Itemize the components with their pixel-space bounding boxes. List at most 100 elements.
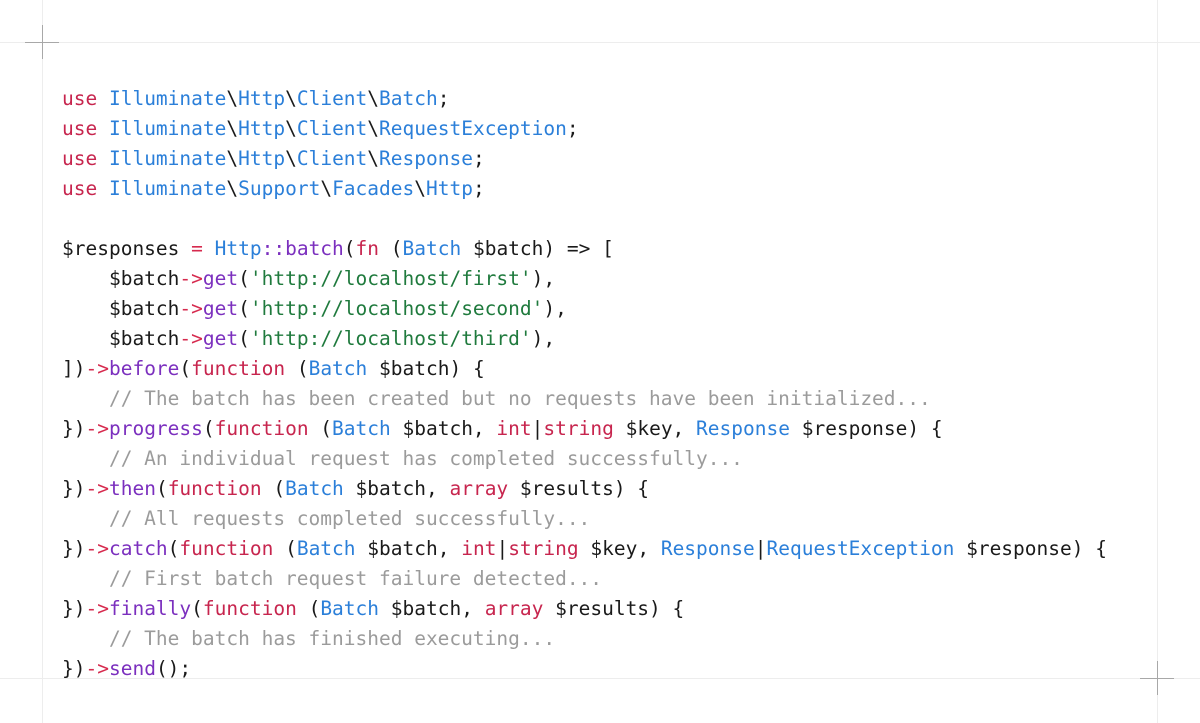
- code-token-plain: (: [202, 416, 215, 440]
- code-line: ])->before(function (Batch $batch) {: [62, 354, 1152, 384]
- code-line: // The batch has finished executing...: [62, 624, 1152, 654]
- code-token-plain: (: [179, 356, 192, 380]
- code-token-plain: $key,: [578, 536, 661, 560]
- code-token-class: Support: [238, 176, 321, 200]
- code-line: })->then(function (Batch $batch, array $…: [62, 474, 1152, 504]
- code-token-class: Http: [238, 86, 286, 110]
- code-line: // The batch has been created but no req…: [62, 384, 1152, 414]
- code-token-op: ->: [179, 326, 203, 350]
- code-token-plain: ),: [531, 266, 556, 290]
- code-token-keyword: use: [62, 146, 109, 170]
- guide-line-left: [42, 0, 43, 723]
- code-line: })->finally(function (Batch $batch, arra…: [62, 594, 1152, 624]
- code-token-keyword: array: [484, 596, 544, 620]
- code-token-method: get: [202, 266, 239, 290]
- code-token-method: before: [108, 356, 180, 380]
- code-token-keyword: string: [508, 536, 579, 560]
- code-token-op: ->: [179, 266, 203, 290]
- code-token-plain: (: [238, 326, 250, 350]
- code-line: [62, 204, 1152, 234]
- code-line: use Illuminate\Http\Client\Batch;: [62, 84, 1152, 114]
- code-token-plain: \: [285, 86, 297, 110]
- code-token-plain: $response) {: [954, 536, 1107, 560]
- code-token-class: Batch: [320, 596, 380, 620]
- code-token-class: Facades: [332, 176, 415, 200]
- code-token-plain: (: [238, 296, 250, 320]
- guide-line-top: [0, 42, 1200, 43]
- code-token-class: Client: [296, 86, 368, 110]
- code-token-class: Batch: [308, 356, 368, 380]
- code-block: use Illuminate\Http\Client\Batch;use Ill…: [62, 84, 1152, 684]
- code-token-plain: (: [238, 266, 250, 290]
- code-token-class: Batch: [332, 416, 391, 440]
- code-line: // First batch request failure detected.…: [62, 564, 1152, 594]
- code-token-plain: (: [379, 236, 403, 260]
- code-token-method: finally: [108, 596, 192, 620]
- code-token-plain: ();: [155, 656, 192, 680]
- code-token-keyword: function: [214, 416, 309, 440]
- code-line: })->progress(function (Batch $batch, int…: [62, 414, 1152, 444]
- code-token-plain: $results) {: [508, 476, 650, 500]
- code-token-string: 'http://localhost/second': [249, 296, 544, 320]
- code-token-plain: |: [754, 536, 767, 560]
- code-token-plain: }): [62, 536, 86, 560]
- code-token-plain: }): [62, 656, 86, 680]
- code-token-class: Batch: [285, 476, 344, 500]
- code-token-keyword: string: [543, 416, 614, 440]
- code-token-plain: \: [320, 176, 333, 200]
- code-token-op: ->: [179, 296, 203, 320]
- code-token-method: then: [108, 476, 156, 500]
- code-token-keyword: int: [496, 416, 532, 440]
- code-token-plain: \: [367, 116, 380, 140]
- code-token-plain: (: [155, 476, 168, 500]
- code-token-class: Batch: [379, 86, 438, 110]
- code-token-comment: // First batch request failure detected.…: [62, 566, 603, 590]
- code-token-plain: $response) {: [789, 416, 943, 440]
- code-token-method: get: [202, 326, 239, 350]
- code-token-comment: // All requests completed successfully..…: [62, 506, 591, 530]
- code-token-plain: |: [531, 416, 544, 440]
- code-token-keyword: function: [191, 356, 286, 380]
- code-token-plain: (: [285, 356, 309, 380]
- code-token-plain: \: [226, 86, 239, 110]
- code-token-plain: (: [167, 536, 180, 560]
- code-line: use Illuminate\Support\Facades\Http;: [62, 174, 1152, 204]
- code-line: // An individual request has completed s…: [62, 444, 1152, 474]
- code-token-plain: \: [367, 146, 380, 170]
- code-token-plain: ;: [472, 146, 485, 170]
- code-token-plain: $results) {: [543, 596, 685, 620]
- code-token-class: Illuminate: [108, 176, 227, 200]
- code-token-plain: (: [308, 416, 333, 440]
- code-token-plain: (: [191, 596, 203, 620]
- code-token-plain: $batch,: [355, 536, 462, 560]
- code-token-plain: ;: [472, 176, 485, 200]
- code-token-op: ->: [85, 476, 109, 500]
- code-line: // All requests completed successfully..…: [62, 504, 1152, 534]
- code-token-class: Illuminate: [108, 116, 227, 140]
- code-token-class: Illuminate: [108, 86, 227, 110]
- code-token-class: Http: [214, 236, 262, 260]
- code-token-plain: $batch) => [: [461, 236, 614, 260]
- code-token-plain: |: [496, 536, 509, 560]
- code-token-class: Client: [296, 146, 368, 170]
- code-token-comment: // An individual request has completed s…: [62, 446, 743, 470]
- code-token-comment: // The batch has been created but no req…: [62, 386, 931, 410]
- code-token-class: Response: [379, 146, 473, 170]
- code-token-keyword: use: [62, 176, 109, 200]
- guide-line-right: [1157, 0, 1158, 723]
- code-token-class: Http: [238, 116, 286, 140]
- code-token-var: $batch: [62, 326, 180, 350]
- code-token-op: ->: [85, 656, 109, 680]
- code-token-op: ->: [85, 356, 109, 380]
- code-token-var: $batch: [62, 296, 180, 320]
- code-token-method: ::batch: [261, 236, 344, 260]
- code-token-class: RequestException: [766, 536, 955, 560]
- code-token-class: Http: [426, 176, 473, 200]
- code-token-plain: (: [273, 536, 297, 560]
- code-token-plain: (: [343, 236, 356, 260]
- code-token-class: Http: [238, 146, 286, 170]
- code-token-op: ->: [85, 596, 109, 620]
- code-token-plain: ]): [62, 356, 86, 380]
- code-token-string: 'http://localhost/first': [249, 266, 532, 290]
